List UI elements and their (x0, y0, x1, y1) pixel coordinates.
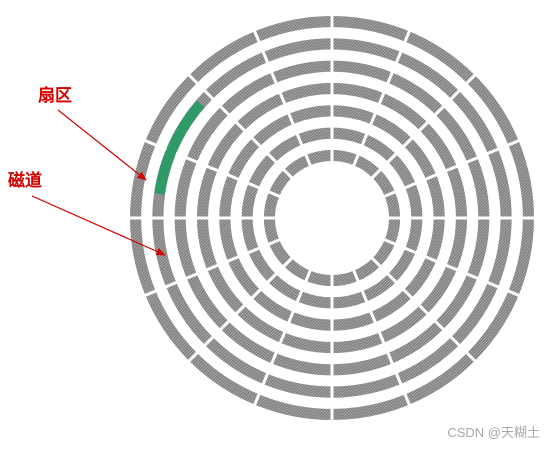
sector-divider (369, 255, 478, 364)
sector-divider (351, 268, 412, 408)
highlighted-sector (154, 100, 205, 195)
sector-divider (369, 72, 478, 181)
watermark: CSDN @天糊土 (447, 425, 540, 440)
sector-divider (142, 237, 282, 298)
sector-divider (382, 237, 522, 298)
sector-divider (382, 138, 522, 199)
sector-divider (351, 28, 412, 168)
sector-divider-lines (128, 14, 536, 422)
track-arrow (31, 195, 166, 256)
sector-divider (252, 268, 313, 408)
sector-label: 扇区 (38, 86, 72, 106)
track-label: 磁道 (8, 171, 42, 191)
sector-divider (252, 28, 313, 168)
sector-divider (186, 255, 295, 364)
sector-divider (186, 72, 295, 181)
sector-arrow (57, 109, 147, 181)
